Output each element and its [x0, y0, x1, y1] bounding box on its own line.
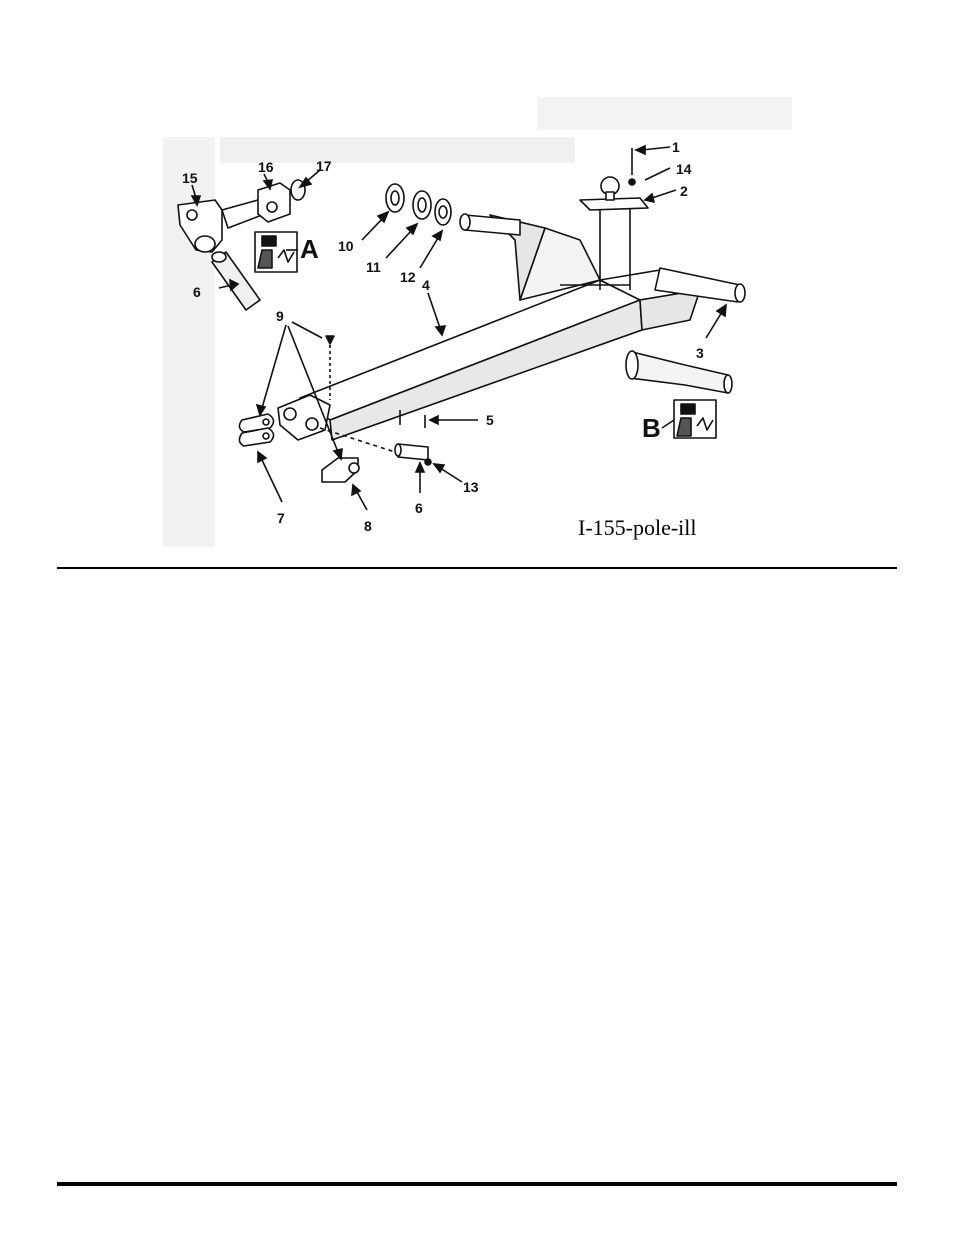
callout-6-upper: 6 — [193, 284, 201, 300]
tongue-pole — [299, 214, 701, 441]
callout-14: 14 — [676, 161, 692, 177]
hub-sleeve — [625, 350, 733, 394]
callout-8: 8 — [364, 518, 372, 534]
callout-12: 12 — [400, 269, 416, 285]
detail-label-b: B — [642, 413, 661, 443]
callout-1: 1 — [672, 139, 680, 155]
leader-lines — [190, 144, 727, 511]
right-spindle — [654, 267, 746, 303]
shackle-8 — [321, 457, 360, 483]
callout-numbers: 1 2 3 4 5 6 6 7 8 9 10 11 12 13 14 15 16… — [182, 139, 704, 534]
welder-icon-b — [673, 399, 717, 439]
welder-icon-a — [254, 231, 298, 273]
block-16 — [257, 182, 291, 223]
upper-spindle — [459, 213, 521, 236]
scan-shading — [163, 137, 215, 547]
nut — [628, 178, 636, 186]
detail-label-a: A — [300, 234, 319, 264]
callout-5: 5 — [486, 412, 494, 428]
parts-diagram: 1 2 3 4 5 6 6 7 8 9 10 11 12 13 14 15 16… — [163, 97, 792, 547]
figure-id-label: I-155-pole-ill — [578, 515, 697, 540]
hitch-plate — [579, 176, 649, 290]
callout-2: 2 — [680, 183, 688, 199]
callout-9: 9 — [276, 308, 284, 324]
callout-11: 11 — [366, 259, 381, 275]
divider-top — [57, 567, 897, 569]
callout-6-lower: 6 — [415, 500, 423, 516]
callout-17: 17 — [316, 158, 332, 174]
clevis-7 — [238, 413, 275, 447]
pole-clevis — [277, 394, 331, 441]
pin-upper — [211, 251, 261, 311]
pin-lower — [394, 443, 429, 461]
hitch-bracket-15 — [177, 199, 263, 253]
callout-3: 3 — [696, 345, 704, 361]
divider-bottom — [57, 1182, 897, 1186]
callout-10: 10 — [338, 238, 354, 254]
callout-7: 7 — [277, 510, 285, 526]
callout-13: 13 — [463, 479, 479, 495]
callout-16: 16 — [258, 159, 274, 175]
callout-15: 15 — [182, 170, 198, 186]
callout-4: 4 — [422, 277, 430, 293]
